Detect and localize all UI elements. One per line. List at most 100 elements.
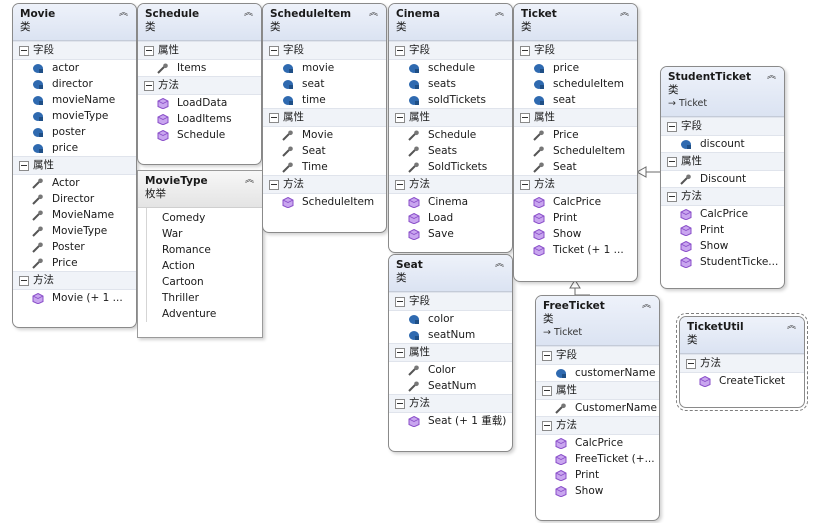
section-methods[interactable]: 方法	[514, 175, 637, 194]
method-item[interactable]: Show	[661, 238, 784, 254]
class-cinema[interactable]: Cinema 类 ︽ 字段 schedule seats soldTickets…	[388, 3, 513, 253]
property-item[interactable]: Color	[389, 362, 512, 378]
collapse-icon[interactable]: ︽	[494, 8, 504, 18]
method-item[interactable]: ScheduleItem	[263, 194, 386, 210]
collapse-section-icon[interactable]	[395, 297, 405, 307]
enum-value[interactable]: Romance	[162, 244, 211, 256]
section-fields[interactable]: 字段	[263, 41, 386, 60]
field-item[interactable]: movie	[263, 60, 386, 76]
collapse-section-icon[interactable]	[19, 161, 29, 171]
collapse-icon[interactable]: ︽	[243, 8, 253, 18]
enum-value[interactable]: War	[162, 228, 183, 240]
enum-value[interactable]: Adventure	[162, 308, 217, 320]
enum-value[interactable]: Action	[162, 260, 195, 272]
collapse-section-icon[interactable]	[667, 157, 677, 167]
field-item[interactable]: color	[389, 311, 512, 327]
class-ticketutil[interactable]: TicketUtil 类 ︽ 方法 CreateTicket	[676, 313, 808, 411]
section-methods[interactable]: 方法	[661, 187, 784, 206]
collapse-icon[interactable]: ︽	[786, 321, 796, 331]
method-item[interactable]: LoadData	[138, 95, 261, 111]
collapse-section-icon[interactable]	[269, 113, 279, 123]
collapse-section-icon[interactable]	[395, 348, 405, 358]
property-item[interactable]: Actor	[13, 175, 136, 191]
field-item[interactable]: seat	[263, 76, 386, 92]
collapse-icon[interactable]: ︽	[641, 300, 651, 310]
property-item[interactable]: Price	[514, 127, 637, 143]
field-item[interactable]: scheduleItem	[514, 76, 637, 92]
enum-value[interactable]: Cartoon	[162, 276, 204, 288]
property-item[interactable]: Seat	[514, 159, 637, 175]
field-item[interactable]: soldTickets	[389, 92, 512, 108]
method-item[interactable]: Schedule	[138, 127, 261, 143]
section-fields[interactable]: 字段	[536, 346, 659, 365]
class-schedule[interactable]: Schedule 类 ︽ 属性 Items 方法 LoadData LoadIt…	[137, 3, 262, 165]
field-item[interactable]: price	[13, 140, 136, 156]
section-methods[interactable]: 方法	[13, 271, 136, 290]
property-item[interactable]: Items	[138, 60, 261, 76]
field-item[interactable]: seatNum	[389, 327, 512, 343]
field-item[interactable]: director	[13, 76, 136, 92]
property-item[interactable]: MovieName	[13, 207, 136, 223]
class-seat[interactable]: Seat 类 ︽ 字段 color seatNum 属性 Color SeatN…	[388, 254, 513, 452]
collapse-section-icon[interactable]	[269, 180, 279, 190]
field-item[interactable]: seat	[514, 92, 637, 108]
section-methods[interactable]: 方法	[389, 394, 512, 413]
section-methods[interactable]: 方法	[138, 76, 261, 95]
property-item[interactable]: SoldTickets	[389, 159, 512, 175]
method-item[interactable]: StudentTicke...	[661, 254, 784, 270]
section-methods[interactable]: 方法	[680, 354, 804, 373]
property-item[interactable]: Schedule	[389, 127, 512, 143]
property-item[interactable]: Director	[13, 191, 136, 207]
field-item[interactable]: movieType	[13, 108, 136, 124]
section-methods[interactable]: 方法	[389, 175, 512, 194]
class-movie[interactable]: Movie 类 ︽ 字段 actor director movieName mo…	[12, 3, 137, 328]
collapse-section-icon[interactable]	[395, 399, 405, 409]
section-properties[interactable]: 属性	[536, 381, 659, 400]
field-item[interactable]: discount	[661, 136, 784, 152]
property-item[interactable]: Seats	[389, 143, 512, 159]
section-fields[interactable]: 字段	[389, 41, 512, 60]
method-item[interactable]: Save	[389, 226, 512, 242]
section-fields[interactable]: 字段	[13, 41, 136, 60]
property-item[interactable]: MovieType	[13, 223, 136, 239]
property-item[interactable]: Discount	[661, 171, 784, 187]
method-item[interactable]: Cinema	[389, 194, 512, 210]
method-item[interactable]: Load	[389, 210, 512, 226]
collapse-section-icon[interactable]	[686, 359, 696, 369]
field-item[interactable]: price	[514, 60, 637, 76]
section-properties[interactable]: 属性	[661, 152, 784, 171]
enum-movietype[interactable]: MovieType 枚举 ︽ Comedy War Romance Action…	[137, 170, 263, 338]
collapse-section-icon[interactable]	[667, 192, 677, 202]
section-fields[interactable]: 字段	[514, 41, 637, 60]
section-properties[interactable]: 属性	[514, 108, 637, 127]
collapse-section-icon[interactable]	[269, 46, 279, 56]
collapse-section-icon[interactable]	[542, 421, 552, 431]
collapse-section-icon[interactable]	[520, 180, 530, 190]
collapse-section-icon[interactable]	[395, 113, 405, 123]
collapse-section-icon[interactable]	[520, 46, 530, 56]
collapse-section-icon[interactable]	[19, 46, 29, 56]
method-item[interactable]: Show	[514, 226, 637, 242]
method-item[interactable]: Show	[536, 483, 659, 499]
collapse-section-icon[interactable]	[395, 180, 405, 190]
section-fields[interactable]: 字段	[661, 117, 784, 136]
section-properties[interactable]: 属性	[389, 108, 512, 127]
field-item[interactable]: poster	[13, 124, 136, 140]
enum-value[interactable]: Comedy	[162, 212, 206, 224]
property-item[interactable]: Seat	[263, 143, 386, 159]
collapse-section-icon[interactable]	[19, 276, 29, 286]
collapse-section-icon[interactable]	[395, 46, 405, 56]
field-item[interactable]: time	[263, 92, 386, 108]
method-item[interactable]: CreateTicket	[680, 373, 804, 389]
method-item[interactable]: CalcPrice	[514, 194, 637, 210]
field-item[interactable]: seats	[389, 76, 512, 92]
property-item[interactable]: ScheduleItem	[514, 143, 637, 159]
method-item[interactable]: FreeTicket (+...	[536, 451, 659, 467]
method-item[interactable]: Ticket (+ 1 ...	[514, 242, 637, 258]
collapse-icon[interactable]: ︽	[766, 71, 776, 81]
collapse-section-icon[interactable]	[144, 81, 154, 91]
class-freeticket[interactable]: FreeTicket 类 → Ticket ︽ 字段 customerName …	[535, 295, 660, 521]
property-item[interactable]: SeatNum	[389, 378, 512, 394]
collapse-icon[interactable]: ︽	[118, 8, 128, 18]
collapse-section-icon[interactable]	[542, 386, 552, 396]
